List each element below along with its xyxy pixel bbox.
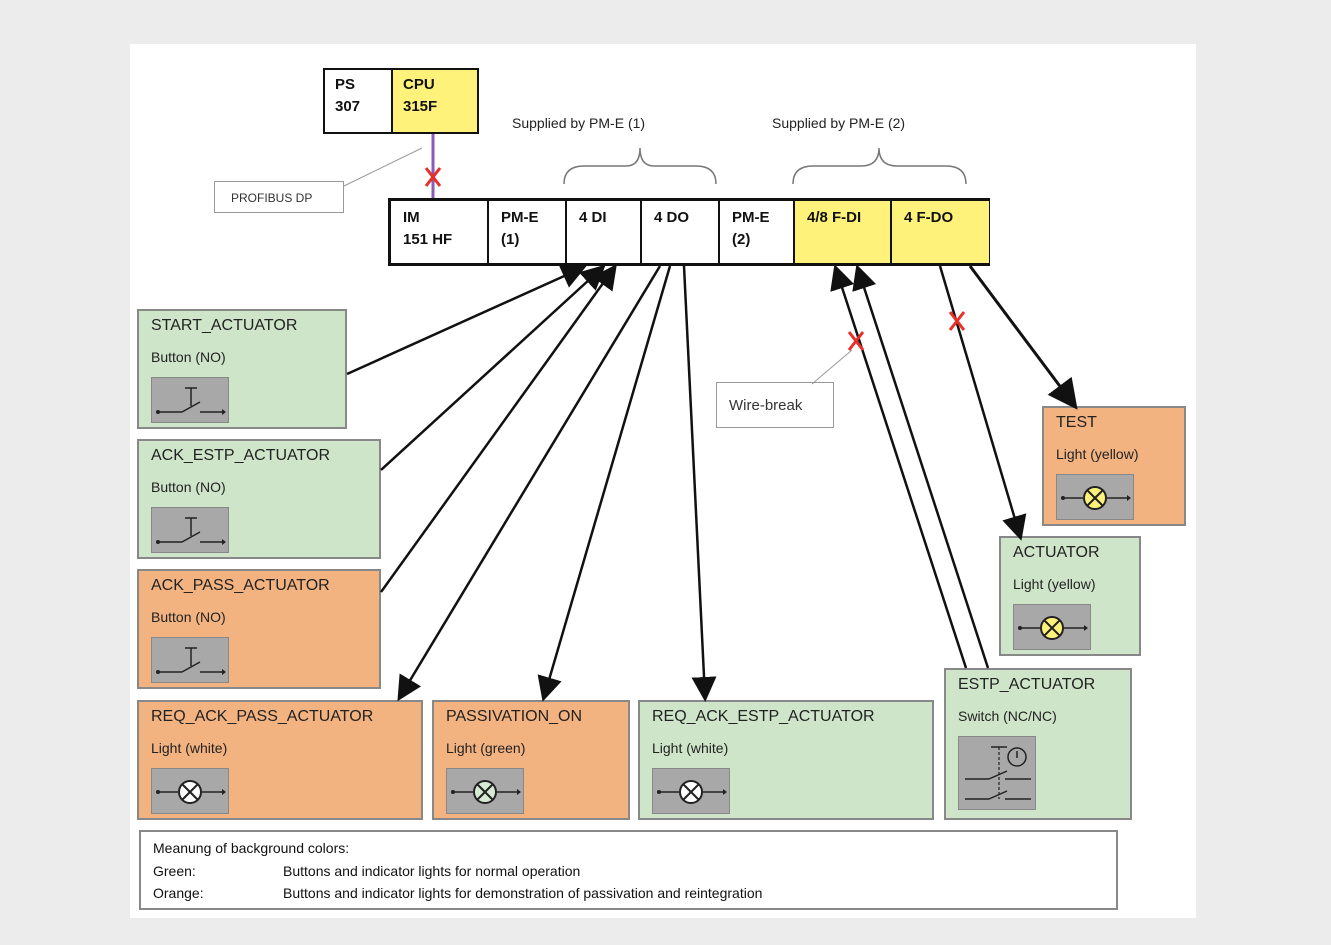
wire-break-label: Wire-break <box>729 397 803 414</box>
profibus-callout: PROFIBUS DP <box>214 181 344 213</box>
device-passivation-on: PASSIVATION_ON Light (green) <box>432 700 630 820</box>
device-type: Light (green) <box>446 740 526 756</box>
pushbutton-no-icon <box>151 507 229 553</box>
ps-number: 307 <box>335 98 361 115</box>
device-type: Button (NO) <box>151 349 226 365</box>
io-module-line2: 151 HF <box>403 231 453 248</box>
profibus-label: PROFIBUS DP <box>231 191 313 205</box>
color-legend: Meanung of background colors: Green: But… <box>139 830 1118 910</box>
device-type: Light (white) <box>151 740 228 756</box>
io-module-0: IM 151 HF <box>391 201 489 263</box>
pushbutton-no-icon <box>151 637 229 683</box>
emergency-switch-icon <box>958 736 1036 810</box>
io-module-3: 4 DO <box>642 201 720 263</box>
wire-break-callout: Wire-break <box>716 382 834 428</box>
device-name: ESTP_ACTUATOR <box>958 676 1096 693</box>
device-req-ack-estp-actuator: REQ_ACK_ESTP_ACTUATOR Light (white) <box>638 700 934 820</box>
io-module-line1: PM-E <box>501 209 539 226</box>
io-module-5: 4/8 F-DI <box>795 201 892 263</box>
lamp-icon <box>446 768 524 814</box>
io-module-line1: 4 F-DO <box>904 209 954 226</box>
io-module-4: PM-E (2) <box>720 201 795 263</box>
io-module-line1: IM <box>403 209 420 226</box>
device-ack-pass-actuator: ACK_PASS_ACTUATOR Button (NO) <box>137 569 381 689</box>
device-estp-actuator: ESTP_ACTUATOR Switch (NC/NC) <box>944 668 1132 820</box>
io-module-line1: 4 DO <box>654 209 690 226</box>
device-actuator: ACTUATOR Light (yellow) <box>999 536 1141 656</box>
device-type: Switch (NC/NC) <box>958 708 1057 724</box>
lamp-icon <box>1056 474 1134 520</box>
io-module-line1: 4 DI <box>579 209 607 226</box>
io-module-6: 4 F-DO <box>892 201 989 263</box>
device-start-actuator: START_ACTUATOR Button (NO) <box>137 309 347 429</box>
ps-module: PS 307 <box>323 68 393 134</box>
device-name: ACK_PASS_ACTUATOR <box>151 577 330 594</box>
legend-value-green: Buttons and indicator lights for normal … <box>283 863 581 879</box>
device-req-ack-pass-actuator: REQ_ACK_PASS_ACTUATOR Light (white) <box>137 700 423 820</box>
cpu-module: CPU 315F <box>391 68 479 134</box>
io-module-1: PM-E (1) <box>489 201 567 263</box>
io-module-line1: 4/8 F-DI <box>807 209 862 226</box>
device-type: Light (yellow) <box>1013 576 1096 592</box>
supply-label-pme1: Supplied by PM-E (1) <box>512 115 646 131</box>
legend-key-orange: Orange: <box>153 885 204 901</box>
legend-value-orange: Buttons and indicator lights for demonst… <box>283 885 763 901</box>
device-type: Button (NO) <box>151 479 226 495</box>
device-name: TEST <box>1056 414 1097 431</box>
pushbutton-no-icon <box>151 377 229 423</box>
device-type: Light (yellow) <box>1056 446 1139 462</box>
cpu-label: CPU <box>403 76 435 93</box>
io-module-line2: (1) <box>501 231 520 248</box>
lamp-icon <box>652 768 730 814</box>
io-module-line2: (2) <box>732 231 751 248</box>
device-name: REQ_ACK_PASS_ACTUATOR <box>151 708 374 725</box>
device-name: START_ACTUATOR <box>151 317 298 334</box>
device-test: TEST Light (yellow) <box>1042 406 1186 526</box>
legend-heading: Meanung of background colors: <box>153 840 350 856</box>
cpu-number: 315F <box>403 98 438 115</box>
ps-label: PS <box>335 76 356 93</box>
legend-key-green: Green: <box>153 863 196 879</box>
device-name: ACTUATOR <box>1013 544 1100 561</box>
supply-label-pme2: Supplied by PM-E (2) <box>772 115 906 131</box>
lamp-icon <box>1013 604 1091 650</box>
io-module-line1: PM-E <box>732 209 770 226</box>
device-type: Light (white) <box>652 740 729 756</box>
device-name: REQ_ACK_ESTP_ACTUATOR <box>652 708 875 725</box>
device-type: Button (NO) <box>151 609 226 625</box>
device-ack-estp-actuator: ACK_ESTP_ACTUATOR Button (NO) <box>137 439 381 559</box>
lamp-icon <box>151 768 229 814</box>
device-name: PASSIVATION_ON <box>446 708 583 725</box>
io-module-2: 4 DI <box>567 201 642 263</box>
device-name: ACK_ESTP_ACTUATOR <box>151 447 331 464</box>
